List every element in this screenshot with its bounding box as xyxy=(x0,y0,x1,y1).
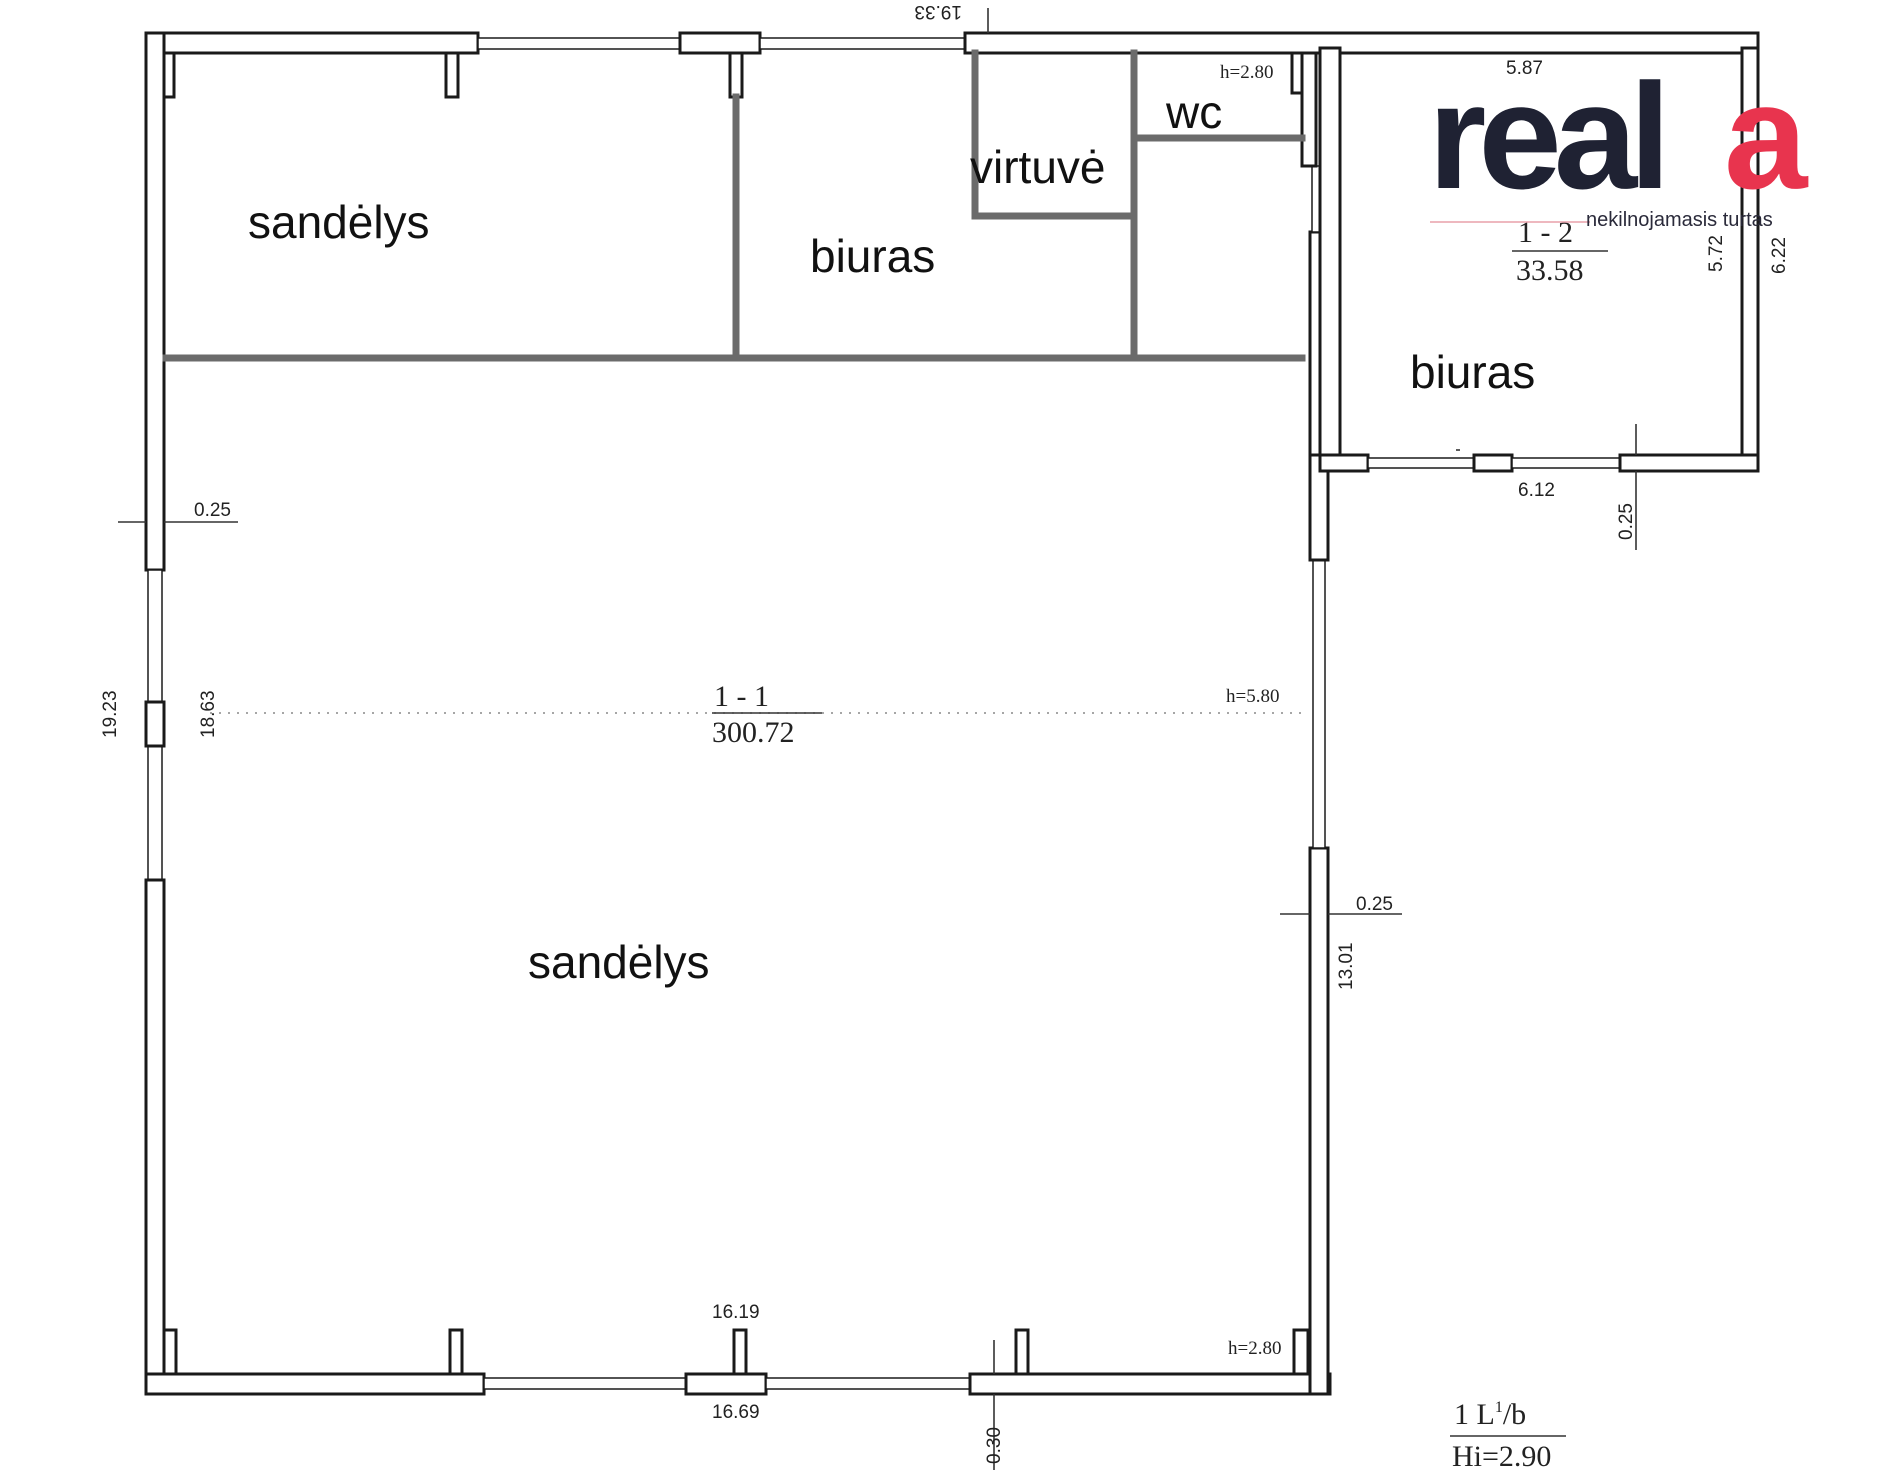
area-office-value: 33.58 xyxy=(1516,254,1584,287)
floor-info: 1 L1/b Hi=2.90 xyxy=(1450,1398,1566,1473)
ceiling-height: Hi=2.90 xyxy=(1452,1440,1551,1473)
dim-bottom-wall: 0.30 xyxy=(984,1427,1005,1464)
area-main-id: 1 - 1 xyxy=(714,680,769,713)
dim-top-right-height: h=2.80 xyxy=(1220,62,1273,83)
dimension-lines xyxy=(118,8,1637,1470)
logo-accent-letter: a xyxy=(1724,52,1809,220)
dim-office-wall: 0.25 xyxy=(1616,503,1637,540)
interior-partitions xyxy=(162,49,1306,362)
area-main-value: 300.72 xyxy=(712,716,795,749)
dim-right-length: 13.01 xyxy=(1336,942,1357,990)
logo-tagline: nekilnojamasis turtas xyxy=(1586,209,1773,231)
room-label-kitchen: virtuvė xyxy=(970,141,1105,193)
area-main: 1 - 1 300.72 xyxy=(712,680,822,749)
room-label-office-top: biuras xyxy=(810,230,935,282)
floor-label: 1 L1/b xyxy=(1454,1398,1526,1431)
dim-bottom-inner: 16.19 xyxy=(712,1302,760,1323)
area-office-id: 1 - 2 xyxy=(1518,216,1573,249)
room-label-office-right: biuras xyxy=(1410,346,1535,398)
dimension-labels: 19.33 h=2.80 5.87 5.72 6.22 6.12 0.25 0.… xyxy=(100,1,1790,1464)
room-label-warehouse-main: sandėlys xyxy=(528,936,710,988)
wall-stubs xyxy=(162,51,1310,1376)
dim-top-width: 19.33 xyxy=(914,1,962,22)
dim-left-wall: 0.25 xyxy=(194,500,231,521)
room-label-warehouse-top: sandėlys xyxy=(248,196,430,248)
dim-outer-height: 19.23 xyxy=(100,690,121,738)
dim-main-height: h=5.80 xyxy=(1226,686,1279,707)
dim-office-bottom-width: 6.12 xyxy=(1518,480,1555,501)
dim-office-outer-depth: 6.22 xyxy=(1769,237,1790,274)
dim-office-inner-depth: 5.72 xyxy=(1706,235,1727,272)
dim-inner-height: 18.63 xyxy=(198,690,219,738)
room-label-wc: wc xyxy=(1165,86,1222,138)
dim-bottom-right-height: h=2.80 xyxy=(1228,1338,1281,1359)
room-labels: sandėlys biuras virtuvė wc biuras sandėl… xyxy=(248,86,1535,988)
dim-right-wall: 0.25 xyxy=(1356,894,1393,915)
dim-bottom-outer: 16.69 xyxy=(712,1402,760,1423)
reala-logo: real a nekilnojamasis turtas xyxy=(1428,52,1809,231)
logo-wordmark: real xyxy=(1428,52,1663,220)
outer-walls xyxy=(144,31,1760,1396)
dim-office-inner-width: 5.87 xyxy=(1506,58,1543,79)
